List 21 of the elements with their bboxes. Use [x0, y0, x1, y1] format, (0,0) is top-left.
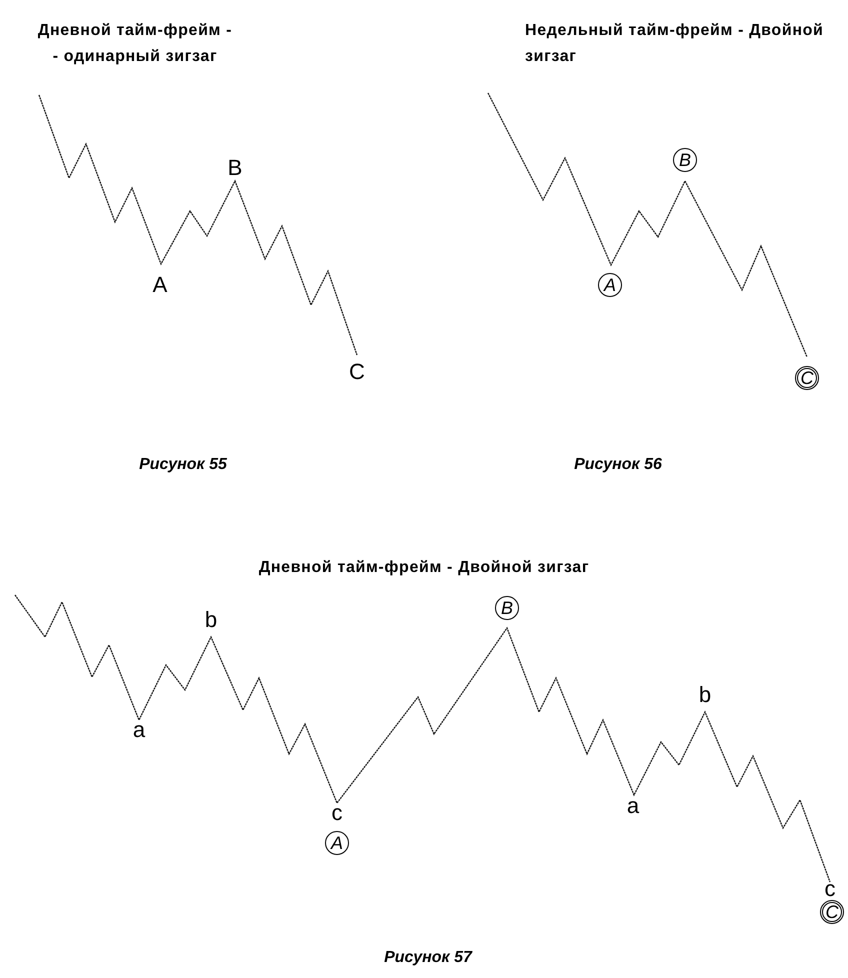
circled-wave-label: C	[795, 366, 819, 390]
circled-wave-label: C	[820, 900, 844, 924]
wave-label: c	[332, 802, 342, 824]
figure-caption: Рисунок 55	[139, 455, 227, 475]
heading: Недельный тайм-фрейм - Двойной зигзаг	[525, 21, 825, 67]
circled-wave-label: B	[673, 148, 697, 172]
figure-caption: Рисунок 57	[384, 948, 472, 968]
wave-label: a	[626, 795, 640, 817]
heading: Дневной тайм-фрейм - - одинарный зигзаг	[36, 21, 234, 67]
wave-label: b	[204, 609, 218, 631]
figure-caption: Рисунок 56	[574, 455, 662, 475]
wave-label: C	[349, 361, 365, 383]
wave-label: B	[228, 157, 242, 179]
wave-label: A	[152, 274, 168, 296]
wave-label: c	[824, 878, 836, 900]
circled-wave-label: A	[325, 831, 349, 855]
heading: Дневной тайм-фрейм - Двойной зигзаг	[258, 558, 590, 578]
circled-wave-label: A	[598, 273, 622, 297]
wave-label: b	[698, 684, 712, 706]
circled-wave-label: B	[495, 596, 519, 620]
wave-label: a	[132, 719, 146, 741]
